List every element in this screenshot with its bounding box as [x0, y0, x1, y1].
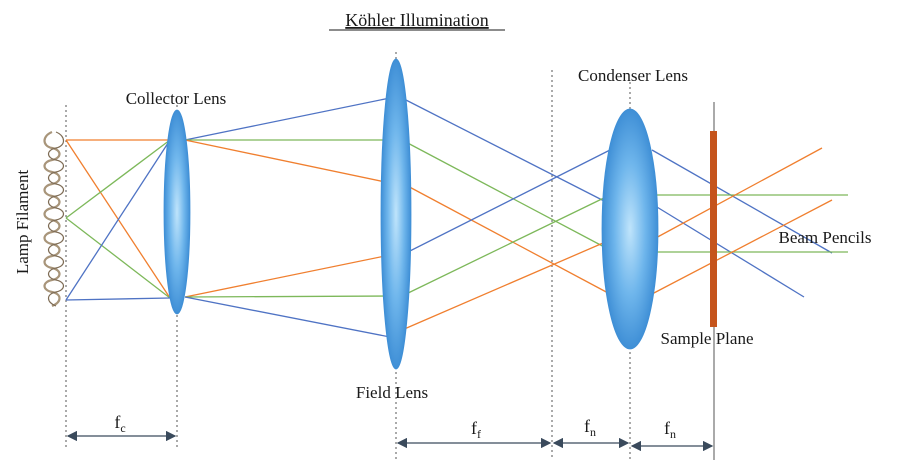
diagram-title: Köhler Illumination: [345, 10, 488, 30]
condenser-lens-label: Condenser Lens: [578, 66, 688, 85]
ray-orange: [401, 182, 611, 295]
reference-lines: [65, 52, 631, 460]
ray-green: [65, 139, 171, 219]
sample-plate: [710, 131, 717, 327]
ray-orange: [184, 254, 391, 298]
fn1-label-sub: n: [590, 425, 596, 439]
ray-blue: [184, 97, 391, 141]
ray-blue: [65, 139, 171, 301]
condenser-lens: [601, 108, 659, 350]
fn2-label-main: f: [664, 418, 670, 438]
ray-blue: [651, 203, 805, 298]
collector-lens-label: Collector Lens: [126, 89, 227, 108]
sample-plane-label: Sample Plane: [660, 329, 753, 348]
ray-blue: [184, 296, 391, 338]
lamp-filament-coil: [43, 130, 65, 308]
ray-blue: [65, 297, 171, 301]
fn2-label: fn: [664, 418, 676, 441]
fc-label: fc: [114, 412, 125, 435]
ray-orange: [184, 139, 391, 184]
field-lens-label: Field Lens: [356, 383, 428, 402]
fc-label-main: f: [114, 412, 120, 432]
fc-label-sub: c: [120, 421, 125, 435]
dimension-arrows: [66, 430, 714, 452]
lamp-filament-label: Lamp Filament: [13, 170, 32, 275]
ray-blue: [401, 149, 611, 256]
fn2-label-sub: n: [670, 427, 676, 441]
filament-coil-path: [43, 130, 61, 308]
ray-orange: [651, 199, 833, 295]
fn1-label-main: f: [584, 416, 590, 436]
fn1-label: fn: [584, 416, 596, 439]
ray-blue: [401, 97, 611, 205]
filament-coil-shadow: [47, 131, 65, 307]
collector-lens: [163, 109, 191, 315]
ray-orange: [651, 147, 823, 241]
ray-blue: [651, 149, 833, 254]
ray-green: [401, 194, 611, 297]
field-lens: [380, 58, 412, 370]
beam-pencils-label: Beam Pencils: [778, 228, 871, 247]
ff-label: ff: [471, 418, 481, 441]
ray-green: [401, 139, 611, 251]
ff-label-main: f: [471, 418, 477, 438]
ff-label-sub: f: [477, 427, 481, 441]
ray-green: [184, 295, 391, 298]
rays: [65, 97, 848, 338]
ray-green: [65, 217, 171, 299]
ray-orange: [401, 239, 611, 331]
